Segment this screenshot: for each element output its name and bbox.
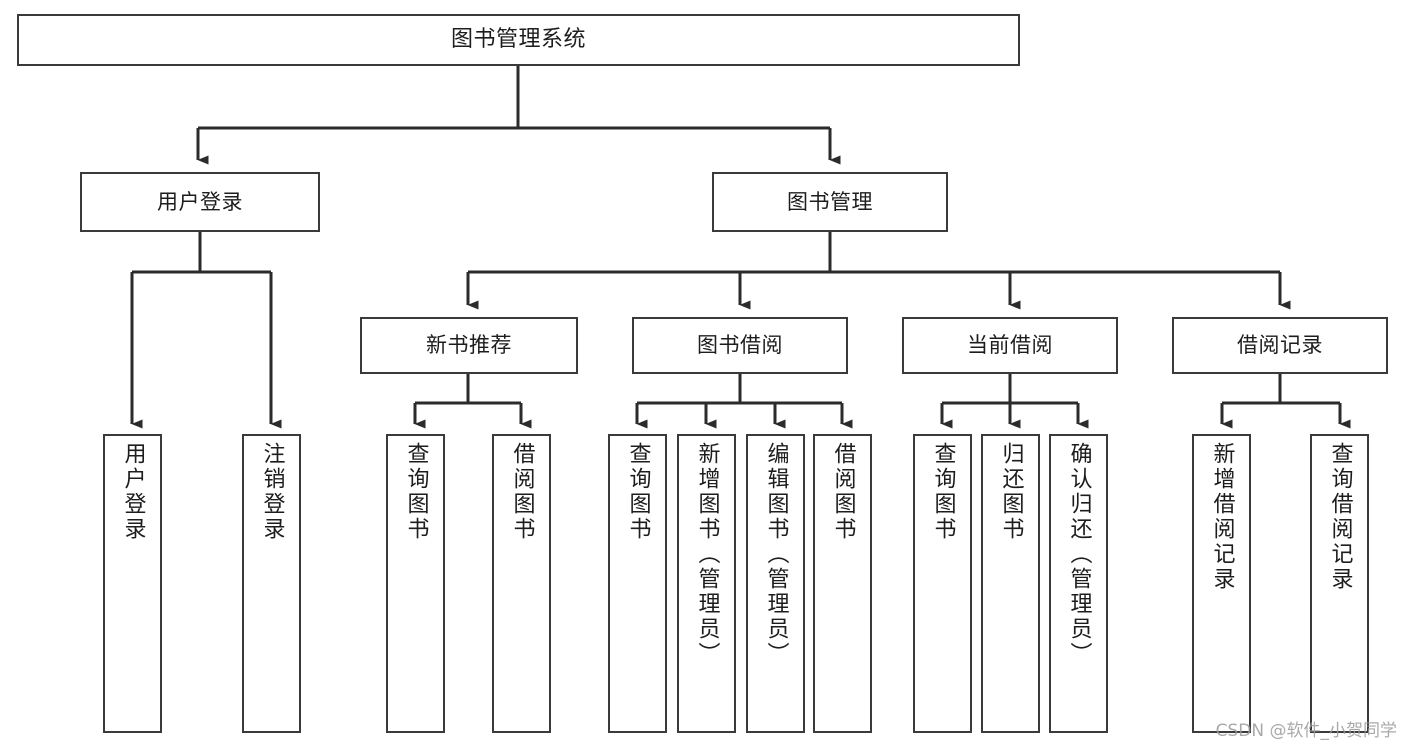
node-leaf-query-record-label: 查询借阅记录 [1327, 442, 1353, 592]
node-leaf-query-book-1[interactable]: 查询图书 [386, 434, 445, 733]
node-book-manage-label: 图书管理 [787, 189, 873, 214]
node-leaf-query-book-2[interactable]: 查询图书 [608, 434, 667, 733]
node-leaf-edit-book[interactable]: 编辑图书（管理员） [746, 434, 805, 733]
node-borrow-record-label: 借阅记录 [1237, 333, 1323, 358]
node-root-label: 图书管理系统 [450, 27, 586, 53]
node-new-book-rec[interactable]: 新书推荐 [360, 317, 578, 374]
node-root[interactable]: 图书管理系统 [17, 14, 1020, 66]
node-leaf-return-book-label: 归还图书 [998, 442, 1024, 542]
node-leaf-logout-label: 注销登录 [259, 442, 285, 542]
node-leaf-borrow-book-1-label: 借阅图书 [509, 442, 535, 542]
node-leaf-query-book-3-label: 查询图书 [930, 442, 956, 542]
node-book-borrow-label: 图书借阅 [697, 333, 783, 358]
node-leaf-borrow-book-2[interactable]: 借阅图书 [813, 434, 872, 733]
node-leaf-add-book[interactable]: 新增图书（管理员） [677, 434, 736, 733]
node-leaf-query-book-2-label: 查询图书 [625, 442, 651, 542]
node-leaf-query-book-1-label: 查询图书 [403, 442, 429, 542]
node-leaf-add-book-label: 新增图书（管理员） [694, 442, 720, 667]
node-leaf-user-login[interactable]: 用户登录 [103, 434, 162, 733]
node-book-manage[interactable]: 图书管理 [712, 172, 948, 232]
node-leaf-confirm-return[interactable]: 确认归还（管理员） [1049, 434, 1108, 733]
node-leaf-borrow-book-1[interactable]: 借阅图书 [492, 434, 551, 733]
node-new-book-rec-label: 新书推荐 [426, 333, 512, 358]
node-leaf-logout[interactable]: 注销登录 [242, 434, 301, 733]
node-current-borrow[interactable]: 当前借阅 [902, 317, 1118, 374]
node-leaf-query-record[interactable]: 查询借阅记录 [1310, 434, 1369, 733]
node-leaf-query-book-3[interactable]: 查询图书 [913, 434, 972, 733]
node-user-login[interactable]: 用户登录 [80, 172, 320, 232]
node-leaf-borrow-book-2-label: 借阅图书 [830, 442, 856, 542]
node-borrow-record[interactable]: 借阅记录 [1172, 317, 1388, 374]
node-leaf-add-record-label: 新增借阅记录 [1209, 442, 1235, 592]
node-leaf-confirm-return-label: 确认归还（管理员） [1066, 442, 1092, 667]
node-leaf-add-record[interactable]: 新增借阅记录 [1192, 434, 1251, 733]
node-leaf-return-book[interactable]: 归还图书 [981, 434, 1040, 733]
csdn-watermark: CSDN @软件_小贺同学 [1215, 721, 1397, 741]
node-current-borrow-label: 当前借阅 [967, 333, 1053, 358]
node-leaf-user-login-label: 用户登录 [120, 442, 146, 542]
node-book-borrow[interactable]: 图书借阅 [632, 317, 848, 374]
node-user-login-label: 用户登录 [157, 189, 243, 214]
node-leaf-edit-book-label: 编辑图书（管理员） [763, 442, 789, 667]
